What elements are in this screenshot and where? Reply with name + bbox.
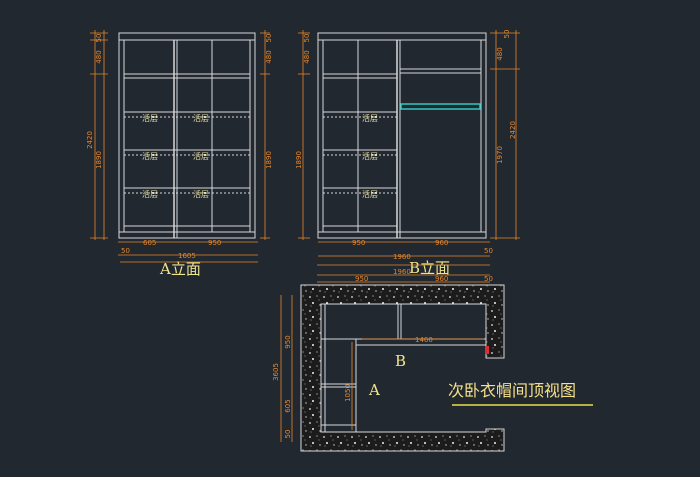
plan-dim-top-50: 50 xyxy=(484,275,493,283)
a-dim-right-upper: 480 xyxy=(265,50,273,63)
b-dim-right-main: 1970 xyxy=(496,146,504,164)
plan-dim-top-total: 1960 xyxy=(393,268,411,276)
a-dim-bottom-950: 950 xyxy=(208,239,221,247)
shelf-label-a5: 活层 xyxy=(142,189,158,199)
elevation-b xyxy=(317,32,487,239)
plan-title: 次卧衣帽间顶视图 xyxy=(448,381,576,400)
elevation-a-frame xyxy=(118,32,256,239)
shelf-label-a3: 活层 xyxy=(142,151,158,161)
shelf-label-a6: 活层 xyxy=(193,189,209,199)
plan-dim-lines-top xyxy=(280,264,490,442)
b-dim-right-total: 2420 xyxy=(509,121,517,139)
elevation-a xyxy=(118,32,256,239)
a-dim-bottom-605: 605 xyxy=(143,239,156,247)
a-dim-left-upper: 480 xyxy=(95,50,103,63)
b-dim-right-top: 50 xyxy=(503,30,511,39)
a-dim-right-top: 50 xyxy=(265,34,273,43)
plan-dim-left-605: 605 xyxy=(284,399,292,412)
a-dim-left-main: 1890 xyxy=(95,151,103,169)
elevation-b-title: B立面 xyxy=(409,259,450,277)
b-dim-bottom-50: 50 xyxy=(484,247,493,255)
shelf-label-b2: 活层 xyxy=(362,151,378,161)
plan-label-a: A xyxy=(368,381,380,399)
plan-cabinets xyxy=(320,303,487,432)
elevation-b-frame xyxy=(317,32,487,239)
hanging-rail xyxy=(400,103,481,110)
b-dim-bottom-960: 960 xyxy=(435,239,448,247)
plan-walls xyxy=(300,284,505,452)
b-dim-left-top: 50 xyxy=(303,34,311,43)
plan-dim-left-inner: 1050 xyxy=(344,384,352,402)
plan-dim-top-960: 960 xyxy=(435,275,448,283)
plan-dim-left-total: 3605 xyxy=(272,363,280,381)
a-dim-right-main: 1890 xyxy=(265,151,273,169)
b-dim-bottom-950: 950 xyxy=(352,239,365,247)
a-dim-bottom-50: 50 xyxy=(121,247,130,255)
b-dim-left-upper: 480 xyxy=(303,50,311,63)
plan-marker xyxy=(485,346,489,354)
b-dim-bottom-total: 1960 xyxy=(393,253,411,261)
plan-dim-top-950: 950 xyxy=(355,275,368,283)
shelf-label-a2: 活层 xyxy=(193,113,209,123)
plan-dim-left-50: 50 xyxy=(284,430,292,439)
elevation-a-dim-lines xyxy=(90,30,270,256)
shelf-label-b3: 活层 xyxy=(362,189,378,199)
elevation-b-dim-lines xyxy=(298,30,520,257)
shelf-label-b1: 活层 xyxy=(362,113,378,123)
b-dim-right-upper: 480 xyxy=(496,47,504,60)
plan-label-b: B xyxy=(395,352,406,370)
b-dim-left-main: 1890 xyxy=(295,151,303,169)
shelf-label-a1: 活层 xyxy=(142,113,158,123)
a-dim-bottom-total: 1605 xyxy=(178,252,196,260)
plan-dim-left-950: 950 xyxy=(284,335,292,348)
a-dim-left-top: 50 xyxy=(95,34,103,43)
a-dim-left-total: 2420 xyxy=(86,131,94,149)
shelf-label-a4: 活层 xyxy=(193,151,209,161)
plan-dim-inner: 1460 xyxy=(415,336,433,344)
elevation-a-title: A立面 xyxy=(159,260,201,278)
